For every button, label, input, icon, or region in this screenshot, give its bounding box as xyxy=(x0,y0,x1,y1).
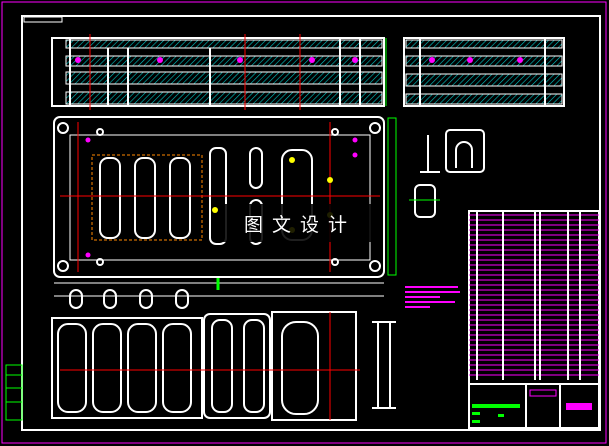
technical-notes xyxy=(405,286,460,308)
bottom-part-views xyxy=(51,289,396,421)
side-label-block xyxy=(5,364,23,421)
title-block xyxy=(468,210,600,429)
side-section-view xyxy=(403,37,565,107)
watermark: 图文设计 xyxy=(222,204,378,242)
detail-parts xyxy=(409,129,485,218)
corner-label-box xyxy=(23,16,63,23)
plan-view xyxy=(53,116,397,297)
front-section-view xyxy=(51,34,387,110)
side-label-lines xyxy=(6,374,22,403)
